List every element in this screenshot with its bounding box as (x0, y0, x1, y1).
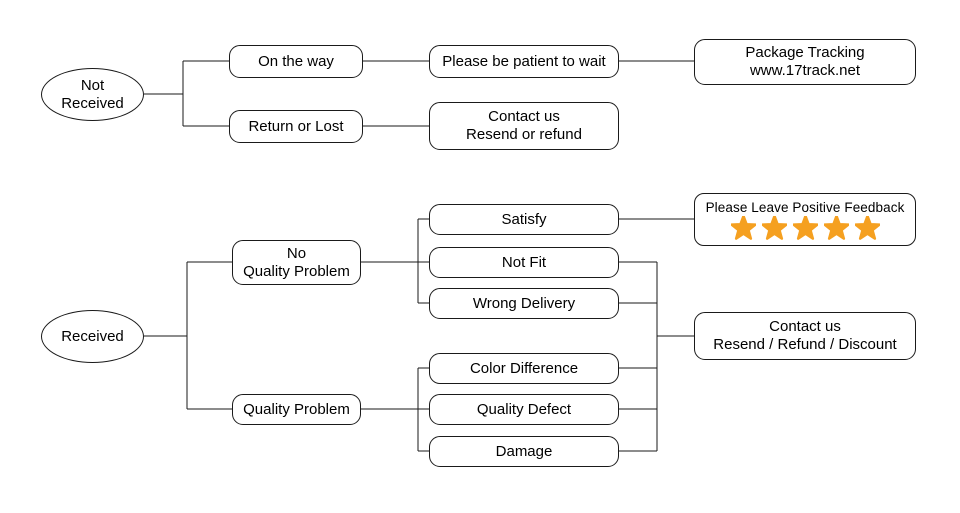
node-not-received[interactable]: Not Received (41, 68, 144, 121)
star-icon[interactable] (730, 216, 756, 241)
node-not-fit[interactable]: Not Fit (429, 247, 619, 278)
node-quality-defect[interactable]: Quality Defect (429, 394, 619, 425)
node-please-leave-positive-feedback[interactable]: Please Leave Positive Feedback (694, 193, 916, 246)
star-rating[interactable] (730, 216, 880, 241)
star-icon[interactable] (761, 216, 787, 241)
star-icon[interactable] (823, 216, 849, 241)
node-contact-us-resend-refund-discount[interactable]: Contact us Resend / Refund / Discount (694, 312, 916, 360)
node-on-the-way[interactable]: On the way (229, 45, 363, 78)
node-color-difference[interactable]: Color Difference (429, 353, 619, 384)
node-return-or-lost[interactable]: Return or Lost (229, 110, 363, 143)
node-damage[interactable]: Damage (429, 436, 619, 467)
star-icon[interactable] (854, 216, 880, 241)
node-quality-problem[interactable]: Quality Problem (232, 394, 361, 425)
node-received[interactable]: Received (41, 310, 144, 363)
feedback-label: Please Leave Positive Feedback (705, 199, 905, 215)
node-wrong-delivery[interactable]: Wrong Delivery (429, 288, 619, 319)
node-contact-us-resend-or-refund[interactable]: Contact us Resend or refund (429, 102, 619, 150)
node-package-tracking[interactable]: Package Tracking www.17track.net (694, 39, 916, 85)
node-please-be-patient-to-wait[interactable]: Please be patient to wait (429, 45, 619, 78)
node-no-quality-problem[interactable]: No Quality Problem (232, 240, 361, 285)
node-satisfy[interactable]: Satisfy (429, 204, 619, 235)
star-icon[interactable] (792, 216, 818, 241)
